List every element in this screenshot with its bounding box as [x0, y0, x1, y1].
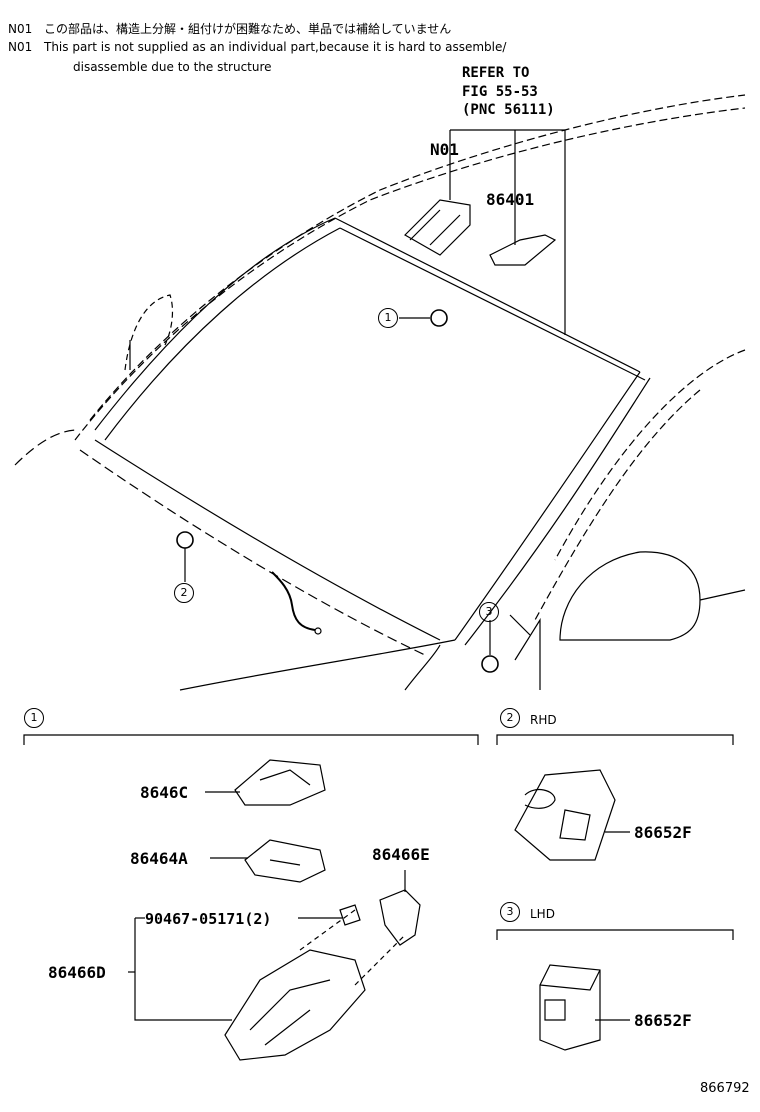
- note-text: この部品は、構造上分解・組付けが困難なため、単品では補給していません: [44, 22, 452, 36]
- callout-86652f-rhd[interactable]: 86652F: [634, 823, 692, 842]
- callout-86464a[interactable]: 86464A: [130, 849, 188, 868]
- callout-86401[interactable]: 86401: [486, 190, 535, 209]
- refer-line2[interactable]: FIG 55-53: [462, 84, 538, 100]
- marker-point-2: [176, 531, 194, 549]
- marker-2[interactable]: 2: [174, 583, 194, 603]
- section-3-label: LHD: [530, 907, 555, 921]
- note-text: This part is not supplied as an individu…: [44, 40, 507, 54]
- section-3-num: 3: [500, 902, 520, 922]
- section-1-num: 1: [24, 708, 44, 728]
- callout-8646c[interactable]: 8646C: [140, 783, 189, 802]
- note-text: disassemble due to the structure: [73, 60, 272, 74]
- marker-point-1: [430, 309, 448, 327]
- note-tag: N01: [8, 40, 33, 54]
- callout-86652f-lhd[interactable]: 86652F: [634, 1011, 692, 1030]
- note-en: N01 This part is not supplied as an indiv…: [8, 40, 506, 54]
- callout-90467-05171[interactable]: 90467-05171(2): [145, 910, 272, 928]
- refer-line3[interactable]: (PNC 56111): [462, 102, 555, 118]
- marker-point-3: [481, 655, 499, 673]
- note-ja: N01 この部品は、構造上分解・組付けが困難なため、単品では補給していません: [8, 22, 451, 36]
- callout-86466e[interactable]: 86466E: [372, 845, 430, 864]
- refer-line1[interactable]: REFER TO: [462, 65, 530, 81]
- marker-1[interactable]: 1: [378, 308, 398, 328]
- marker-3[interactable]: 3: [479, 602, 499, 622]
- callout-86466d[interactable]: 86466D: [48, 963, 106, 982]
- diagram-id: 866792: [700, 1081, 750, 1096]
- note-tag: N01: [8, 22, 33, 36]
- callout-n01[interactable]: N01: [430, 140, 459, 159]
- section-2-num: 2: [500, 708, 520, 728]
- note-en-cont: disassemble due to the structure: [73, 60, 272, 74]
- section-2-label: RHD: [530, 713, 557, 727]
